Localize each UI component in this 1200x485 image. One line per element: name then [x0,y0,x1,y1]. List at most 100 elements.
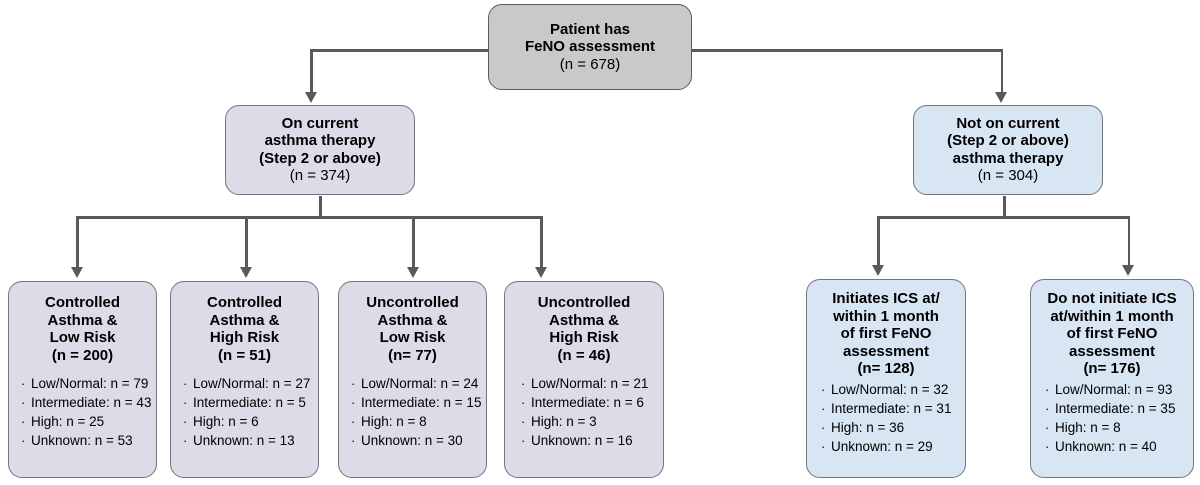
leaf-uncontrolled-high-risk-title-3: High Risk [549,329,619,346]
node-do-not-initiate-ics[interactable]: Do not initiate ICS at/within 1 month of… [1030,279,1194,478]
list-item-label: High: n = 8 [1055,420,1121,435]
leaf-initiates-ics-title-1: Initiates ICS at/ [832,290,940,307]
list-item: · Intermediate: n = 31 [821,399,959,418]
connector-left-leaf3-drop [412,216,415,272]
leaf-uncontrolled-high-risk-count: (n = 46) [557,346,611,364]
bullet-icon: · [351,394,356,410]
connector-left-branch-stem [319,196,322,218]
connector-root-left-horizontal [310,49,490,52]
list-item-label: Intermediate: n = 6 [531,394,644,410]
connector-left-leaf4-arrowhead [534,267,547,278]
node-uncontrolled-high-risk[interactable]: Uncontrolled Asthma & High Risk (n = 46)… [504,281,664,478]
bullet-icon: · [1045,439,1050,454]
list-item-label: Low/Normal: n = 27 [193,375,311,391]
list-item: · High: n = 8 [351,412,480,431]
list-item: · Intermediate: n = 6 [521,393,657,412]
branch-on-therapy-line2: asthma therapy [264,132,376,150]
connector-left-branch-bus [76,216,542,219]
connector-right-branch-bus [877,216,1130,219]
list-item-label: Unknown: n = 13 [193,432,295,448]
list-item: · Unknown: n = 40 [1045,437,1187,456]
list-item-label: Low/Normal: n = 24 [361,375,479,391]
node-on-current-asthma-therapy[interactable]: On current asthma therapy (Step 2 or abo… [225,105,415,195]
connector-right-branch-stem [1003,196,1006,218]
list-item: · High: n = 8 [1045,418,1187,437]
leaf-initiates-ics-bullets: · Low/Normal: n = 32 · Intermediate: n =… [809,380,963,456]
bullet-icon: · [351,375,356,391]
leaf-controlled-high-risk-bullets: · Low/Normal: n = 27 · Intermediate: n =… [173,374,316,450]
list-item-label: Low/Normal: n = 79 [31,375,149,391]
list-item-label: Unknown: n = 30 [361,432,463,448]
leaf-controlled-high-risk-count: (n = 51) [218,346,271,364]
list-item-label: Low/Normal: n = 93 [1055,382,1173,397]
leaf-controlled-low-risk-title-2: Asthma & [47,311,118,329]
branch-not-on-therapy-line1: Not on current [956,114,1060,132]
list-item-label: High: n = 6 [193,413,259,429]
bullet-icon: · [183,413,188,429]
list-item-label: Intermediate: n = 31 [831,401,952,416]
leaf-no-initiate-ics-title-3: of first FeNO [1066,325,1158,342]
list-item: · Unknown: n = 16 [521,431,657,450]
list-item: · Low/Normal: n = 79 [21,374,150,393]
connector-right-leaf1-drop [877,216,880,270]
connector-left-leaf4-drop [540,216,543,272]
bullet-icon: · [521,413,526,429]
root-count: (n = 678) [559,55,621,73]
list-item: · High: n = 25 [21,412,150,431]
list-item-label: Intermediate: n = 5 [193,394,306,410]
leaf-initiates-ics-title-4: assessment [843,342,929,360]
connector-root-right-horizontal [690,49,1003,52]
list-item-label: High: n = 36 [831,420,905,435]
leaf-uncontrolled-low-risk-title-2: Asthma & [377,311,448,329]
node-root-feno-assessment[interactable]: Patient has FeNO assessment (n = 678) [488,4,692,90]
list-item-label: Unknown: n = 53 [31,432,133,448]
leaf-uncontrolled-low-risk-title-1: Uncontrolled [366,294,459,311]
bullet-icon: · [183,394,188,410]
leaf-controlled-low-risk-title-1: Controlled [45,294,120,311]
bullet-icon: · [521,432,526,448]
node-uncontrolled-low-risk[interactable]: Uncontrolled Asthma & Low Risk (n= 77) ·… [338,281,487,478]
list-item: · Intermediate: n = 5 [183,393,312,412]
root-title-line2: FeNO assessment [524,38,656,55]
bullet-icon: · [351,413,356,429]
node-initiates-ics[interactable]: Initiates ICS at/ within 1 month of firs… [806,279,966,478]
leaf-uncontrolled-high-risk-title-2: Asthma & [548,311,619,329]
connector-right-leaf1-arrowhead [871,265,884,276]
leaf-no-initiate-ics-title-4: assessment [1069,342,1155,360]
connector-root-right-vertical [1000,49,1003,97]
leaf-controlled-low-risk-title-3: Low Risk [49,329,116,346]
leaf-uncontrolled-high-risk-bullets: · Low/Normal: n = 21 · Intermediate: n =… [507,374,661,450]
leaf-controlled-low-risk-count: (n = 200) [51,346,114,364]
node-not-on-current-asthma-therapy[interactable]: Not on current (Step 2 or above) asthma … [913,105,1103,195]
list-item-label: Low/Normal: n = 32 [831,382,949,397]
bullet-icon: · [821,401,826,416]
leaf-uncontrolled-low-risk-bullets: · Low/Normal: n = 24 · Intermediate: n =… [341,374,484,450]
bullet-icon: · [821,439,826,454]
leaf-controlled-high-risk-title-1: Controlled [207,294,282,311]
connector-root-right-arrowhead [995,92,1008,103]
list-item-label: High: n = 25 [31,413,105,429]
bullet-icon: · [821,420,826,435]
list-item-label: Unknown: n = 29 [831,439,933,454]
bullet-icon: · [521,394,526,410]
connector-left-leaf3-arrowhead [406,267,419,278]
list-item: · Low/Normal: n = 32 [821,380,959,399]
leaf-no-initiate-ics-title-2: at/within 1 month [1050,307,1174,325]
list-item-label: Unknown: n = 16 [531,432,633,448]
leaf-uncontrolled-high-risk-title-1: Uncontrolled [537,294,631,311]
bullet-icon: · [351,432,356,448]
leaf-uncontrolled-low-risk-title-3: Low Risk [379,329,446,346]
leaf-initiates-ics-title-3: of first FeNO [840,325,932,342]
bullet-icon: · [1045,382,1050,397]
list-item: · Low/Normal: n = 21 [521,374,657,393]
bullet-icon: · [521,375,526,391]
leaf-initiates-ics-title-2: within 1 month [833,307,939,325]
node-controlled-low-risk[interactable]: Controlled Asthma & Low Risk (n = 200) ·… [8,281,157,478]
bullet-icon: · [821,382,826,397]
branch-on-therapy-count: (n = 374) [289,167,351,185]
leaf-no-initiate-ics-count: (n= 176) [1083,360,1141,377]
list-item: · Intermediate: n = 35 [1045,399,1187,418]
leaf-controlled-high-risk-title-2: Asthma & [209,311,280,329]
node-controlled-high-risk[interactable]: Controlled Asthma & High Risk (n = 51) ·… [170,281,319,478]
